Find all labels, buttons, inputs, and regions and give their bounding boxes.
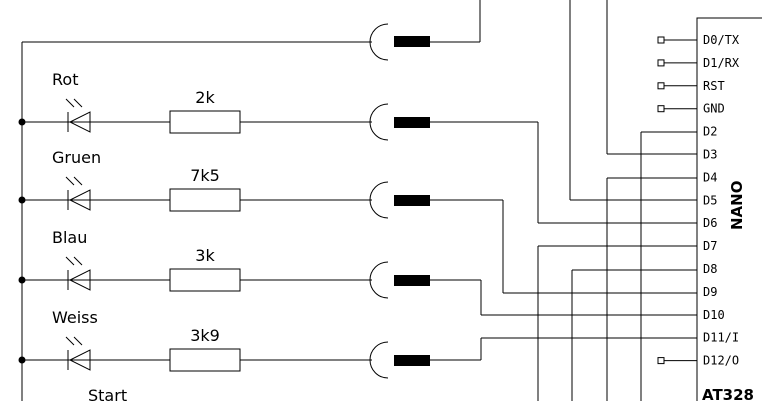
pin-label: RST <box>703 79 725 93</box>
start-label: Start <box>88 386 127 401</box>
pin-label: D2 <box>703 125 717 139</box>
led-row-weiss: Weiss 3k9 <box>18 308 440 379</box>
pin-label: D5 <box>703 193 717 207</box>
resistor <box>169 268 241 292</box>
chip-pin-d8: D8 <box>703 262 717 276</box>
connector-socket <box>369 261 389 299</box>
nano-chip-body <box>696 17 762 401</box>
connector-socket <box>369 181 389 219</box>
pin-label: D3 <box>703 148 717 162</box>
chip-pin-d0tx: D0/TX <box>657 33 740 47</box>
connector-top <box>369 0 481 61</box>
led-symbol <box>68 349 91 371</box>
pin-label: D1/RX <box>703 56 740 70</box>
chip-pin-d11i: D11/I <box>703 331 739 345</box>
pin-label: D4 <box>703 170 717 184</box>
resistor-value: 2k <box>195 88 215 107</box>
led-symbol <box>68 269 91 291</box>
led-row-gruen: Gruen 7k5 <box>18 148 440 219</box>
chip-pin-d7: D7 <box>703 239 717 253</box>
chip-pin-d6: D6 <box>703 216 717 230</box>
connector-pin <box>394 355 430 366</box>
connector-pin <box>394 275 430 286</box>
resistor <box>169 348 241 372</box>
chip-pin-gnd: GND <box>657 102 725 116</box>
chip-pin-d9: D9 <box>703 285 717 299</box>
led-row-blau: Blau 3k <box>18 228 440 299</box>
chip-pin-rst: RST <box>657 79 725 93</box>
connector-socket <box>369 341 389 379</box>
pin-label: D10 <box>703 308 725 322</box>
resistor-value: 3k <box>195 246 215 265</box>
chip-pin-d12o: D12/O <box>657 354 739 368</box>
routing-wires <box>440 0 697 401</box>
connector-pin <box>394 117 430 128</box>
led-symbol <box>68 111 91 133</box>
chip-bottom-label: AT328 <box>702 386 754 401</box>
chip-pin-d5: D5 <box>703 193 717 207</box>
connector-socket <box>369 103 389 141</box>
pin-label: D12/O <box>703 354 739 368</box>
pin-label: D7 <box>703 239 717 253</box>
resistor <box>169 110 241 134</box>
chip-pin-d4: D4 <box>703 170 717 184</box>
connector-pin <box>394 195 430 206</box>
chip-pin-d10: D10 <box>703 308 725 322</box>
resistor <box>169 188 241 212</box>
pin-label: GND <box>703 102 725 116</box>
resistor-value: 7k5 <box>190 166 220 185</box>
pin-label: D11/I <box>703 331 739 345</box>
led-label: Blau <box>52 228 87 247</box>
pin-label: D6 <box>703 216 717 230</box>
pin-label: D8 <box>703 262 717 276</box>
led-label: Gruen <box>52 148 101 167</box>
pin-label: D0/TX <box>703 33 740 47</box>
chip-pin-d1rx: D1/RX <box>657 56 740 70</box>
pin-label: D9 <box>703 285 717 299</box>
led-label: Rot <box>52 70 78 89</box>
chip-pin-d2: D2 <box>703 125 717 139</box>
led-row-rot: Rot 2k <box>18 70 440 141</box>
resistor-value: 3k9 <box>190 326 220 345</box>
led-symbol <box>68 189 91 211</box>
chip-name: NANO <box>728 181 746 230</box>
led-label: Weiss <box>52 308 98 327</box>
chip-pin-d3: D3 <box>703 148 717 162</box>
